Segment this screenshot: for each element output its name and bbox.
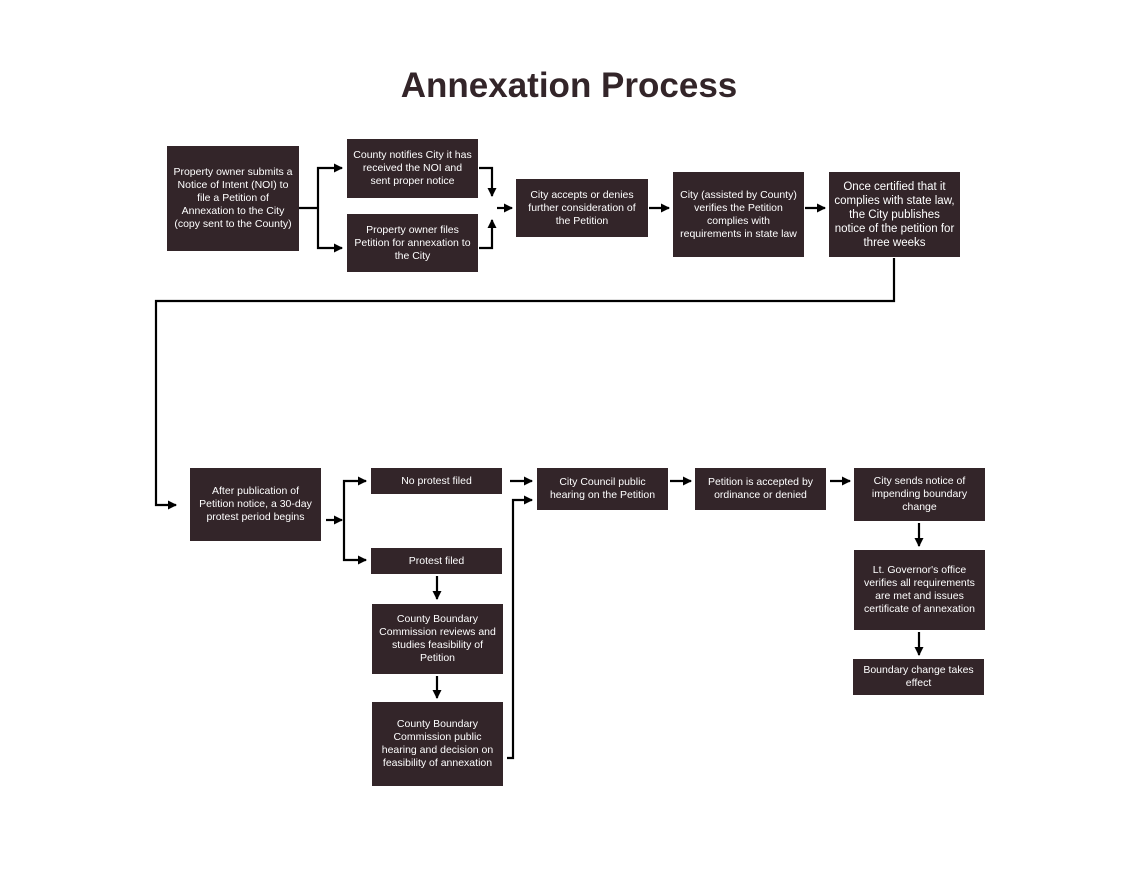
page-title: Annexation Process [400, 66, 738, 105]
step-owner-files-petition: Property owner files Petition for annexa… [347, 214, 478, 272]
arrow-commission-hearing-to-council [507, 495, 533, 760]
step-commission-reviews: County Boundary Commission reviews and s… [372, 604, 503, 674]
step-notice-of-intent: Property owner submits a Notice of Inten… [167, 146, 299, 251]
step-protest-period: After publication of Petition notice, a … [190, 468, 321, 541]
step-boundary-change-effect: Boundary change takes effect [853, 659, 984, 695]
step-commission-hearing: County Boundary Commission public hearin… [372, 702, 503, 786]
step-protest-filed: Protest filed [371, 548, 502, 574]
arrow-county-notifies-merge [479, 166, 497, 197]
step-city-verifies-petition: City (assisted by County) verifies the P… [673, 172, 804, 257]
step-county-notifies-city: County notifies City it has received the… [347, 139, 478, 198]
arrow-to-protest-filed [342, 520, 367, 565]
step-petition-accepted-by-ordinance: Petition is accepted by ordinance or den… [695, 468, 826, 510]
step-city-sends-notice: City sends notice of impending boundary … [854, 468, 985, 521]
step-council-public-hearing: City Council public hearing on the Petit… [537, 468, 668, 510]
step-city-publishes-notice: Once certified that it complies with sta… [829, 172, 960, 257]
arrow-to-owner-files [316, 208, 343, 253]
step-no-protest-filed: No protest filed [371, 468, 502, 494]
step-city-accepts-or-denies: City accepts or denies further considera… [516, 179, 648, 237]
step-lt-governor-verifies: Lt. Governor's office verifies all requi… [854, 550, 985, 630]
arrow-to-no-protest [342, 476, 367, 520]
arrow-to-county-notifies [316, 163, 343, 208]
arrow-owner-files-merge [479, 219, 497, 250]
